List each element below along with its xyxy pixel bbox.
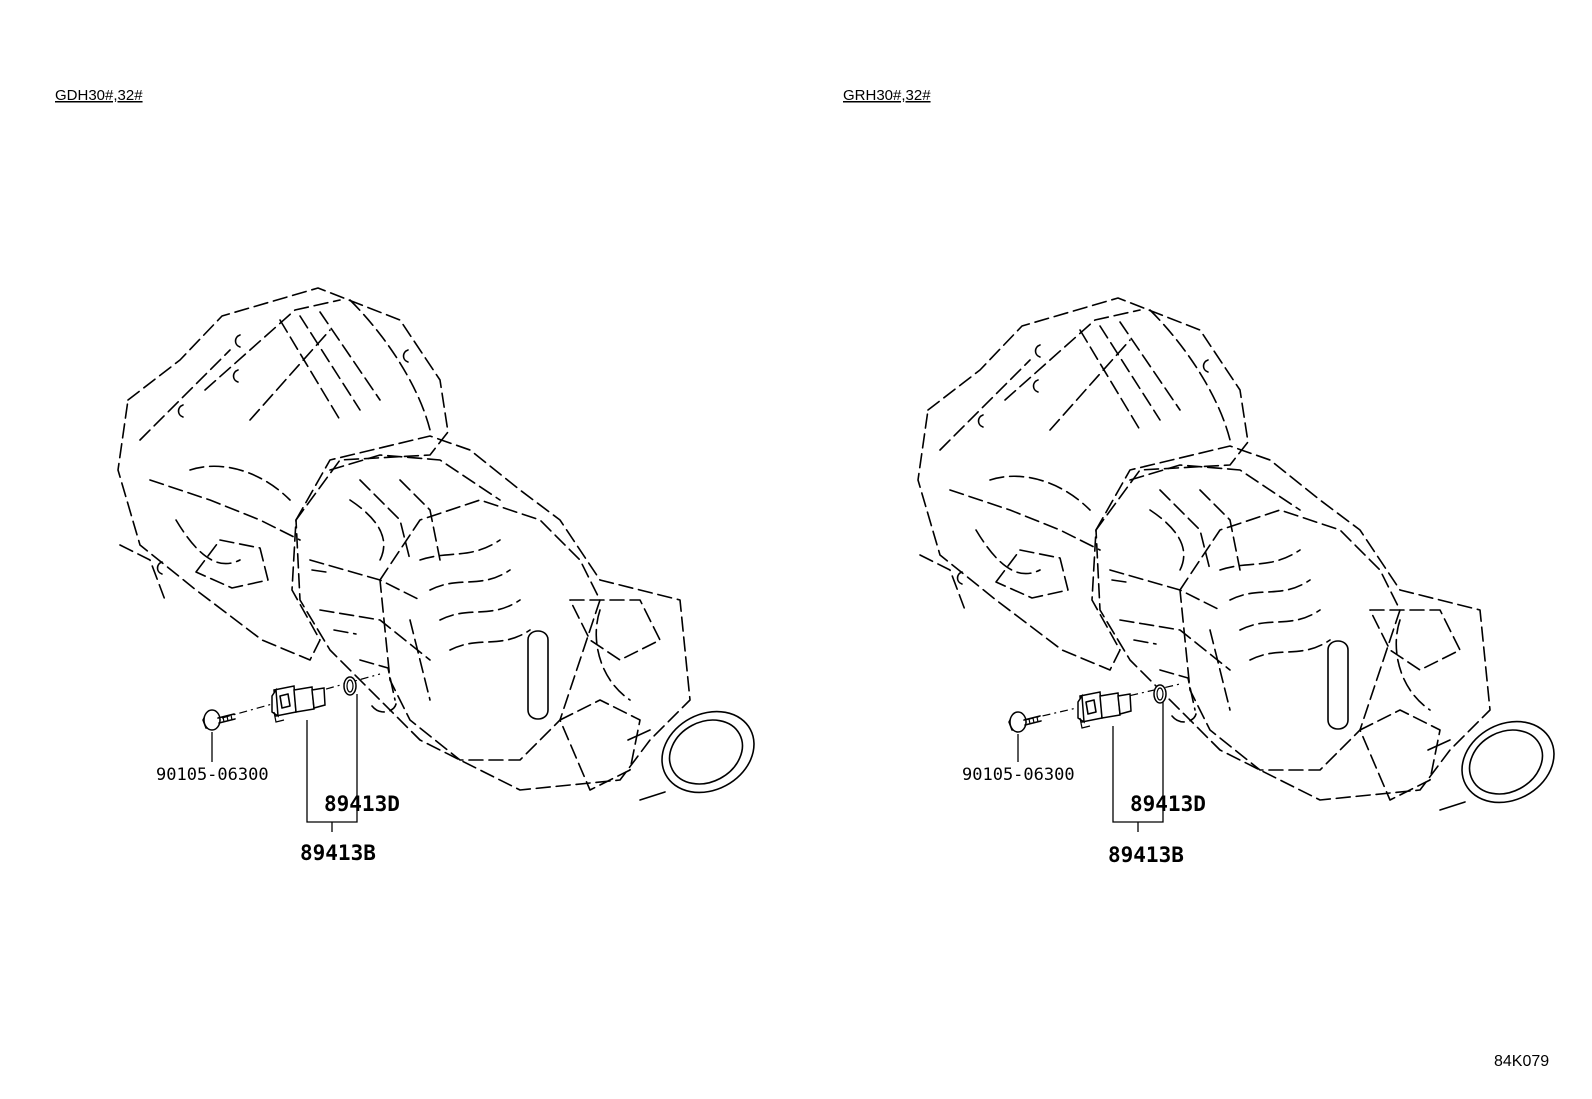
o-ring: [1153, 684, 1167, 704]
bolt-part-number: 90105-06300: [962, 765, 1075, 785]
bolt: [1008, 711, 1042, 733]
bolt: [202, 709, 236, 731]
speed-sensor: [271, 685, 326, 723]
panel-title: GRH30#,32#: [843, 87, 931, 104]
figure-code: 84K079: [1494, 1053, 1549, 1070]
panel-right: GRH30#,32# 90105-06300 89413D 89413B: [843, 87, 1570, 867]
oring-part-number: 89413D: [1130, 792, 1206, 816]
panel-left: GDH30#,32# 90105-06300 89413D 89413B: [55, 87, 770, 865]
speed-sensor: [1077, 691, 1132, 729]
transmission-assembly: [917, 297, 1570, 819]
sensor-assy-part-number: 89413B: [1108, 843, 1184, 867]
transmission-assembly: [117, 287, 770, 809]
o-ring: [343, 676, 357, 696]
sensor-assy-part-number: 89413B: [300, 841, 376, 865]
oring-part-number: 89413D: [324, 792, 400, 816]
panel-title: GDH30#,32#: [55, 87, 143, 104]
bolt-part-number: 90105-06300: [156, 765, 269, 785]
